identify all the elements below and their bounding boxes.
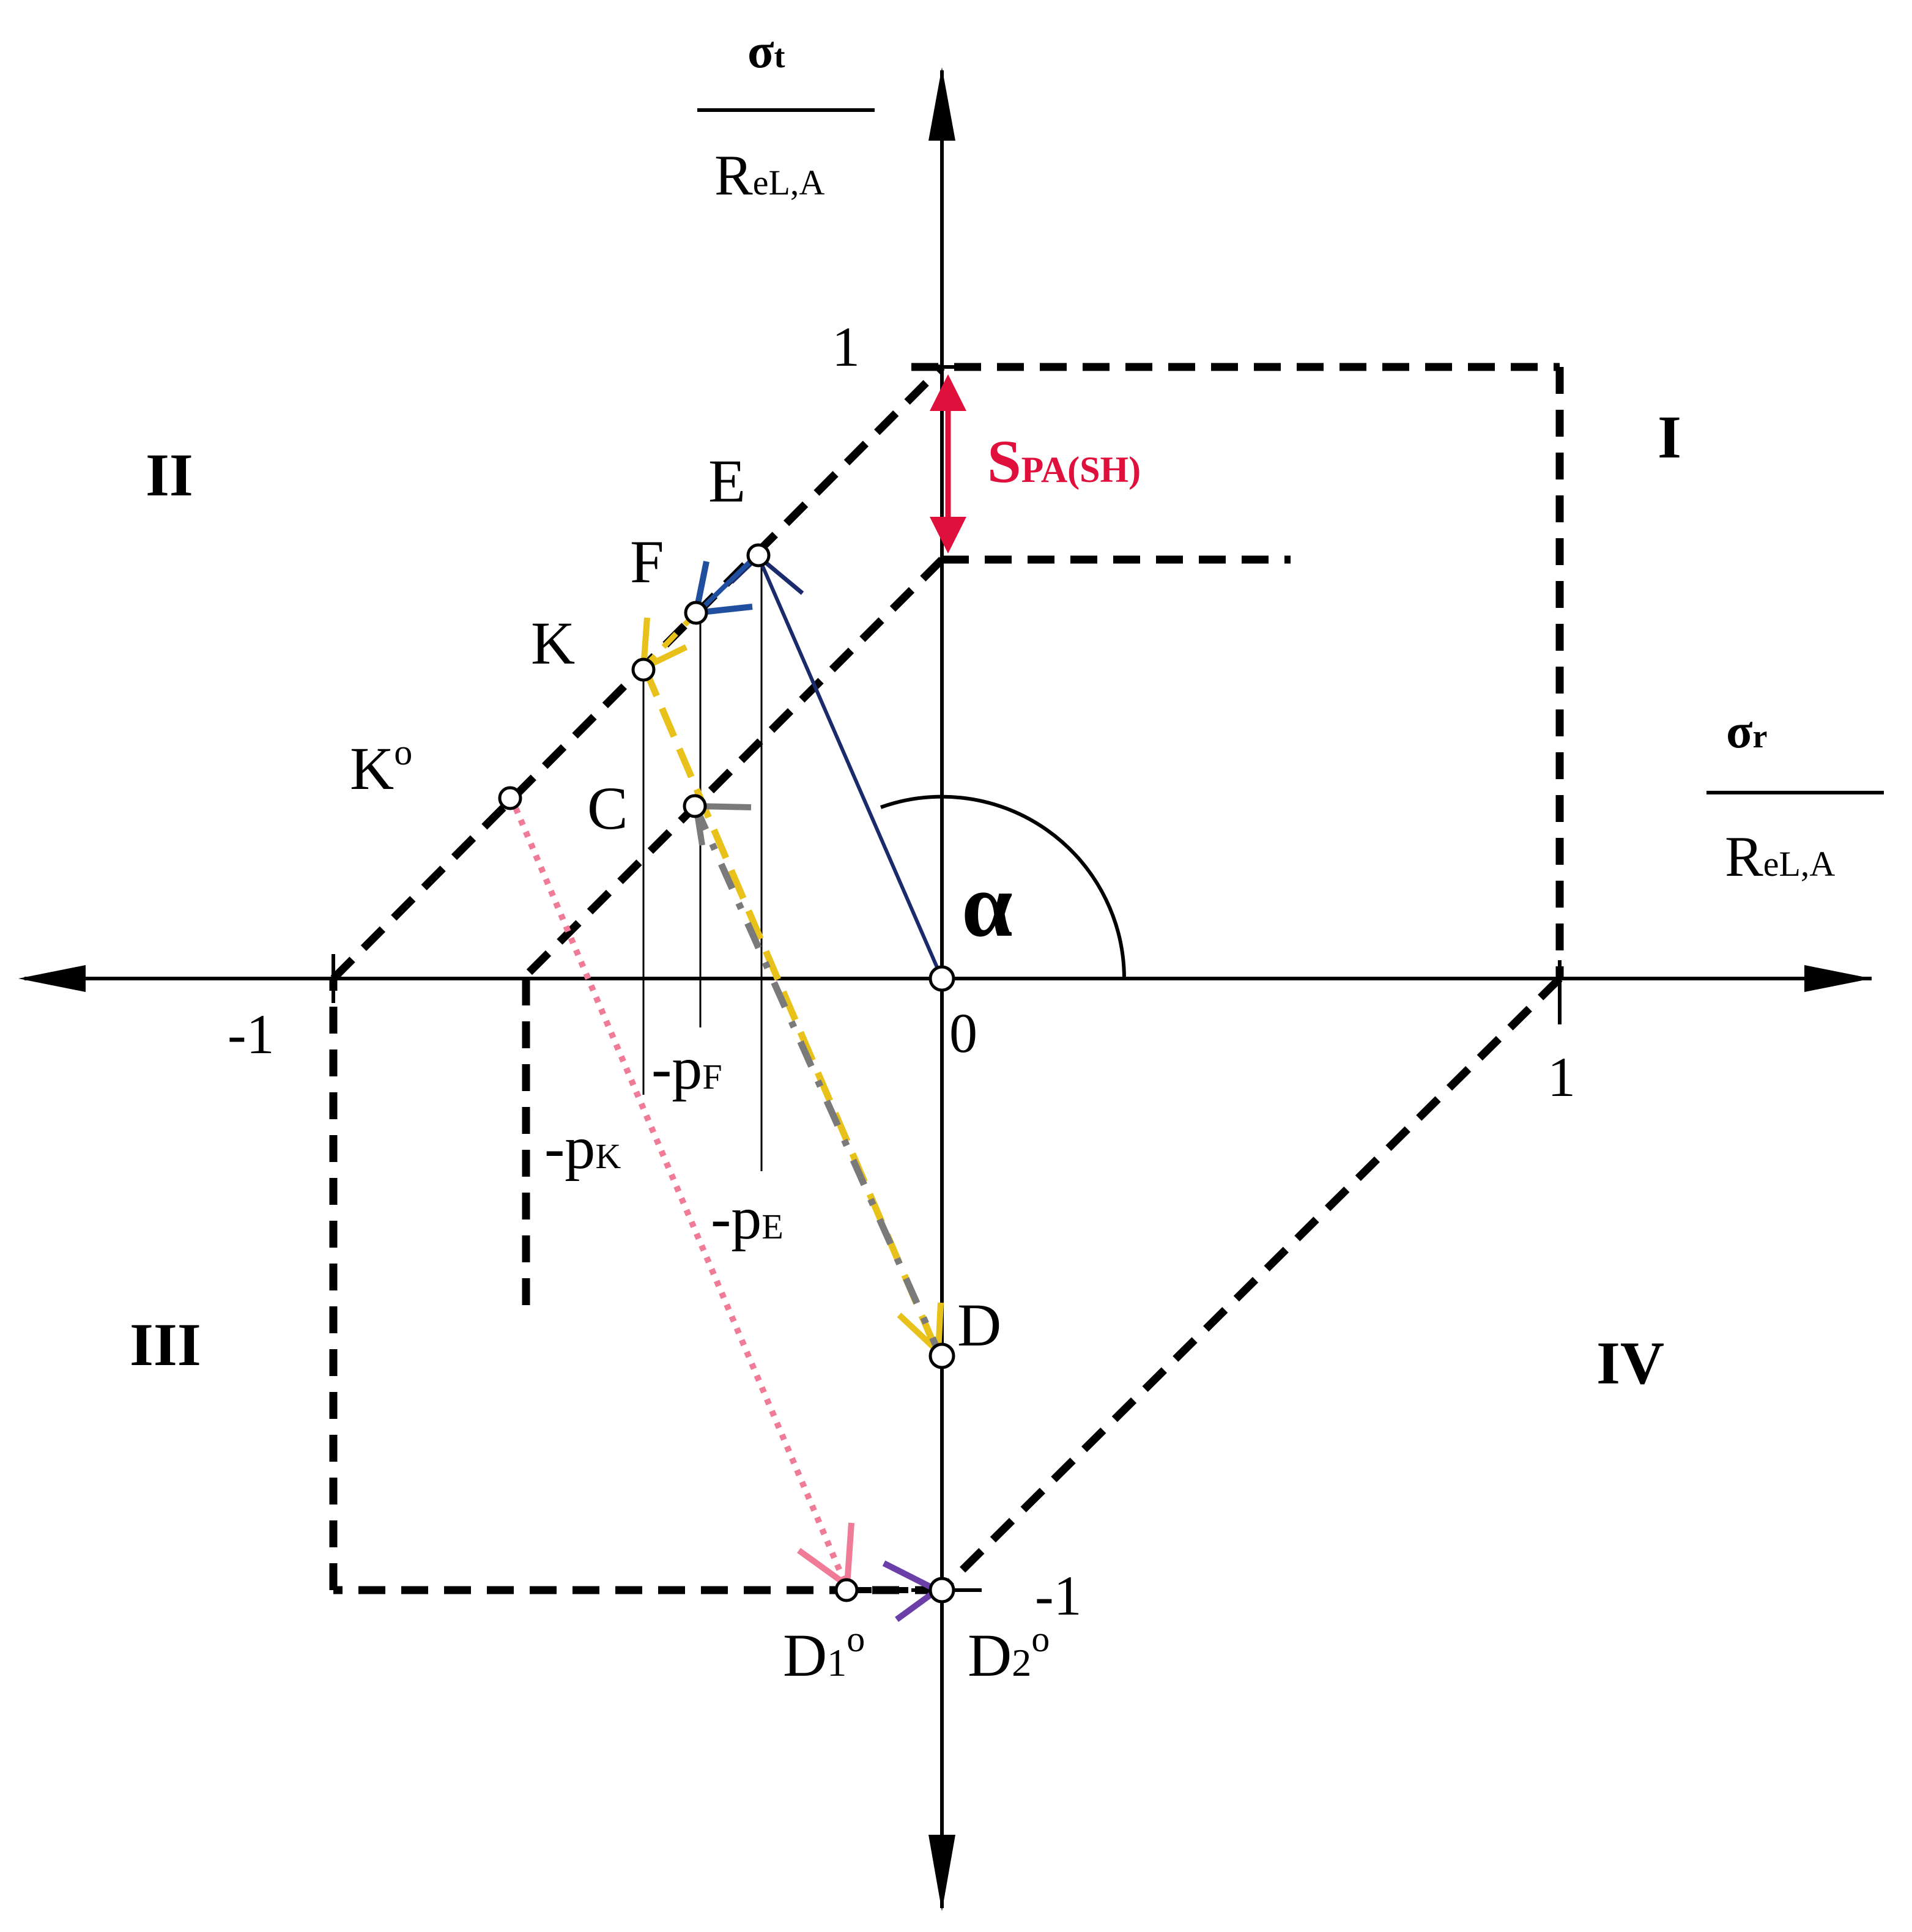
point-D2 [928,1577,955,1604]
origin-label: 0 [949,1002,977,1064]
point-O [928,965,955,992]
angle-arc [880,794,1126,979]
y-axis-arrow-down [928,1835,955,1911]
angle-alpha-label: α [962,854,1013,956]
arrow-O-to-E [730,553,944,980]
svg-text:ReL,A: ReL,A [714,144,824,207]
x-axis-label: σr ReL,A [1706,705,1884,889]
point-K0 [498,786,522,810]
safety-margin-arrow [930,374,966,553]
quadrant-III: III [130,1311,201,1379]
point-D1 [834,1578,859,1602]
svg-text:σr: σr [1726,705,1767,758]
quadrant-IV: IV [1596,1329,1664,1397]
arrow-D1-to-D2-purple [847,1560,943,1623]
point-K [631,657,656,682]
label-pK: -pK [544,1114,621,1182]
label-D: D [957,1291,1001,1359]
label-K: K [531,609,575,677]
quadrant-II: II [146,441,193,509]
label-F: F [630,528,664,596]
x-axis-arrow-right [1804,965,1872,992]
tick-label-x-neg1: -1 [228,1003,275,1065]
arrow-K-to-D-yellow [641,666,944,1359]
point-D [928,1342,955,1369]
label-D2: D2o [968,1619,1050,1689]
svg-text:σt: σt [747,24,785,78]
point-C [683,794,707,818]
svg-text:ReL,A: ReL,A [1725,825,1835,889]
label-C: C [587,774,628,842]
label-pE: -pE [711,1184,784,1252]
inner-frame [522,555,1291,1321]
point-F [684,601,708,625]
quadrant-I: I [1658,403,1681,471]
point-E [746,543,771,568]
label-D1: D1o [783,1619,865,1689]
tick-label-y-1: 1 [832,316,860,378]
y-axis-label: σt ReL,A [697,24,875,207]
safety-margin-label: SPA(SH) [987,427,1141,495]
label-E: E [708,447,746,515]
tick-label-y-neg1: -1 [1035,1564,1082,1627]
x-axis-arrow-left [18,965,86,992]
arrow-K0-to-D1-pink [508,795,854,1591]
y-axis-arrow-up [928,67,955,141]
label-K0: Ko [350,732,412,802]
label-pF: -pF [651,1034,722,1102]
tick-label-x-1: 1 [1547,1046,1576,1108]
